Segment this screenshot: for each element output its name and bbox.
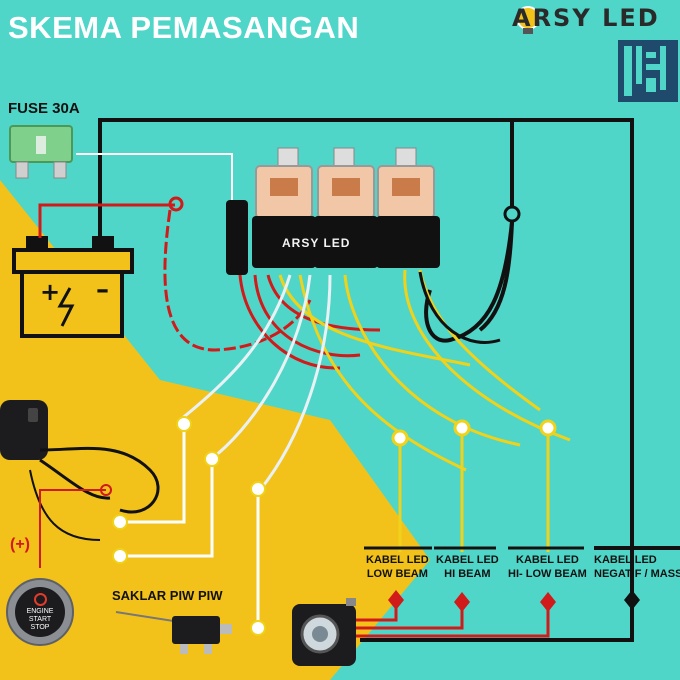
svg-text:–: – bbox=[96, 275, 109, 305]
ground-junction-node bbox=[503, 205, 521, 223]
engine-line3: STOP bbox=[30, 623, 50, 631]
hi-beam-terminal bbox=[453, 419, 471, 437]
hi-low-beam-label-line2: HI- LOW BEAM bbox=[508, 568, 587, 580]
low-beam-terminal bbox=[391, 429, 409, 447]
fuse-label: FUSE 30A bbox=[8, 100, 80, 117]
relay-2 bbox=[314, 147, 378, 268]
yellow-output-posts bbox=[398, 430, 550, 552]
power-ring-icon bbox=[33, 592, 47, 606]
negatif-diamond bbox=[624, 590, 640, 610]
battery-icon: + – bbox=[12, 236, 134, 338]
white-terminal-4 bbox=[112, 514, 128, 530]
negatif-label-line2: NEGATIF / MASSA bbox=[594, 568, 680, 580]
switch-white-wires bbox=[120, 426, 260, 628]
bulb-logo-icon bbox=[516, 6, 540, 34]
negatif-label-line1: KABEL LED bbox=[594, 554, 657, 566]
hi-beam-label: KABEL LED HI BEAM bbox=[436, 553, 499, 581]
low-beam-label-line1: KABEL LED bbox=[366, 554, 429, 566]
hi-beam-label-line2: HI BEAM bbox=[444, 568, 491, 580]
white-terminal-6 bbox=[250, 620, 266, 636]
white-terminal-2 bbox=[204, 451, 220, 467]
battery-red-wire bbox=[38, 203, 175, 238]
low-beam-label: KABEL LED LOW BEAM bbox=[366, 553, 429, 581]
battery-red-terminal bbox=[168, 196, 184, 212]
hi-beam-diamond bbox=[454, 592, 470, 612]
black-ground-frame bbox=[98, 118, 680, 642]
engine-red-terminal bbox=[100, 484, 112, 496]
barcode-mark bbox=[618, 40, 678, 102]
relay-3 bbox=[376, 147, 440, 268]
led-projector-icon bbox=[292, 598, 356, 666]
hi-beam-label-line1: KABEL LED bbox=[436, 554, 499, 566]
engine-line1: ENGINE bbox=[26, 607, 54, 615]
low-beam-diamond bbox=[388, 590, 404, 610]
engine-red-wire bbox=[39, 489, 106, 568]
engine-line2: START bbox=[28, 615, 52, 623]
low-beam-label-line2: LOW BEAM bbox=[366, 568, 428, 580]
relay-brand-label: ARSY LED bbox=[282, 236, 351, 250]
negatif-label: KABEL LED NEGATIF / MASSA bbox=[594, 553, 680, 581]
saklar-label: SAKLAR PIW PIW bbox=[112, 588, 223, 603]
micro-switch-icon bbox=[115, 611, 232, 654]
red-main-wire bbox=[163, 209, 312, 352]
engine-start-stop-button: ENGINE START STOP bbox=[6, 578, 74, 646]
positive-label: (+) bbox=[10, 536, 30, 553]
handlebar-switch-icon bbox=[0, 400, 160, 541]
brand-logo: ARSY LED bbox=[512, 4, 660, 32]
hi-low-beam-label: KABEL LED HI- LOW BEAM bbox=[508, 553, 587, 581]
fuse-icon bbox=[9, 125, 73, 179]
hi-low-beam-diamond bbox=[540, 592, 556, 612]
fuse-holder bbox=[226, 200, 248, 275]
relay-1 bbox=[252, 147, 316, 268]
white-terminal-5 bbox=[112, 548, 128, 564]
relay-wire-bundle bbox=[179, 269, 571, 491]
svg-text:+: + bbox=[40, 278, 60, 306]
engine-button-face: ENGINE START STOP bbox=[15, 587, 65, 637]
page-title: SKEMA PEMASANGAN bbox=[8, 10, 360, 45]
white-terminal-1 bbox=[176, 416, 192, 432]
hi-low-beam-terminal bbox=[539, 419, 557, 437]
white-terminal-3 bbox=[250, 481, 266, 497]
teal-background-lower bbox=[330, 560, 680, 680]
hi-low-beam-label-line1: KABEL LED bbox=[516, 554, 579, 566]
